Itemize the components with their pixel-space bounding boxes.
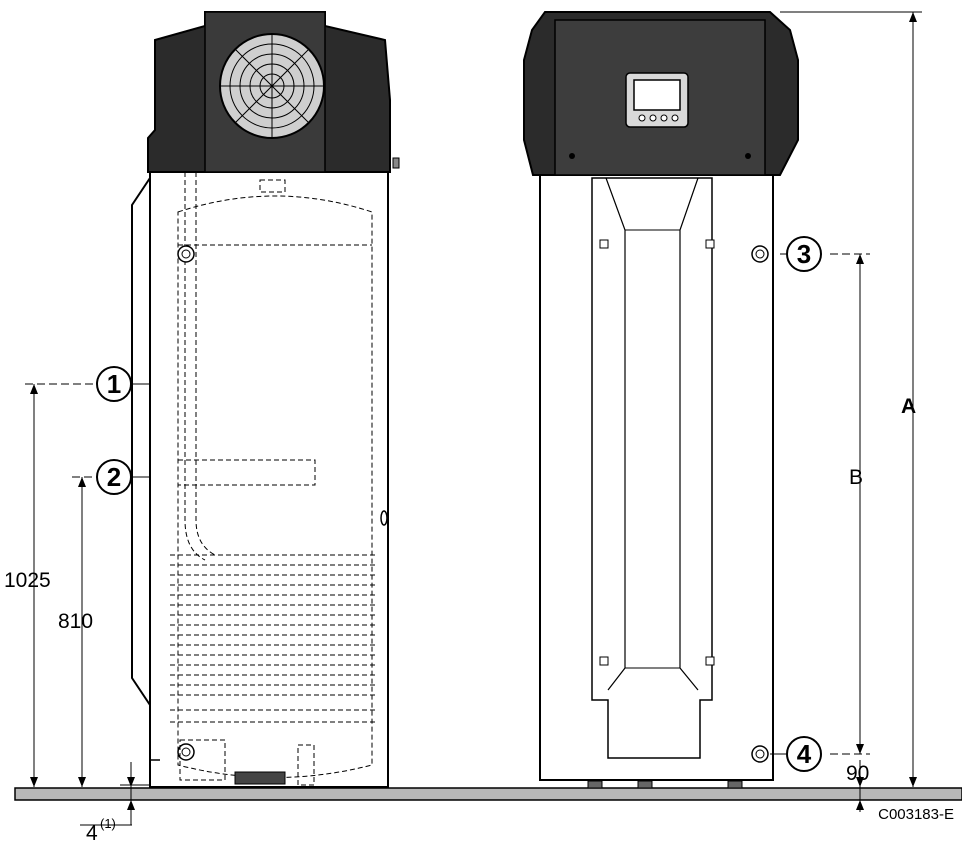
top-fitting-icon bbox=[177, 245, 195, 263]
bottom-fitting-icon bbox=[177, 743, 195, 761]
svg-text:4: 4 bbox=[797, 739, 812, 769]
svg-text:3: 3 bbox=[797, 239, 811, 269]
svg-text:2: 2 bbox=[107, 462, 121, 492]
drawing-reference: C003183-E bbox=[878, 806, 954, 823]
front-handle-recess bbox=[591, 177, 713, 759]
side-cabinet-body bbox=[149, 169, 389, 788]
floor-surface bbox=[14, 787, 962, 801]
fan-grille-icon bbox=[219, 33, 325, 139]
dimension-lines bbox=[25, 11, 922, 826]
dim-4-label: 4 bbox=[86, 822, 98, 845]
callout-1: 1 bbox=[96, 366, 132, 402]
coil-hatching bbox=[170, 554, 378, 723]
side-view-unit bbox=[131, 11, 400, 788]
callout-4: 4 bbox=[786, 736, 822, 772]
dim-4-footnote: (1) bbox=[100, 816, 116, 831]
callout-2: 2 bbox=[96, 459, 132, 495]
hot-water-outlet-icon bbox=[751, 245, 769, 263]
control-display-icon bbox=[625, 72, 689, 128]
svg-text:1: 1 bbox=[107, 369, 121, 399]
dim-810-label: 810 bbox=[58, 610, 93, 633]
cold-water-inlet-icon bbox=[751, 745, 769, 763]
front-view-unit bbox=[523, 11, 799, 789]
dim-B-label: B bbox=[849, 466, 863, 489]
callout-3: 3 bbox=[786, 236, 822, 272]
dim-90-label: 90 bbox=[846, 762, 869, 785]
dim-1025-label: 1025 bbox=[4, 569, 51, 592]
dim-A-label: A bbox=[901, 395, 916, 418]
